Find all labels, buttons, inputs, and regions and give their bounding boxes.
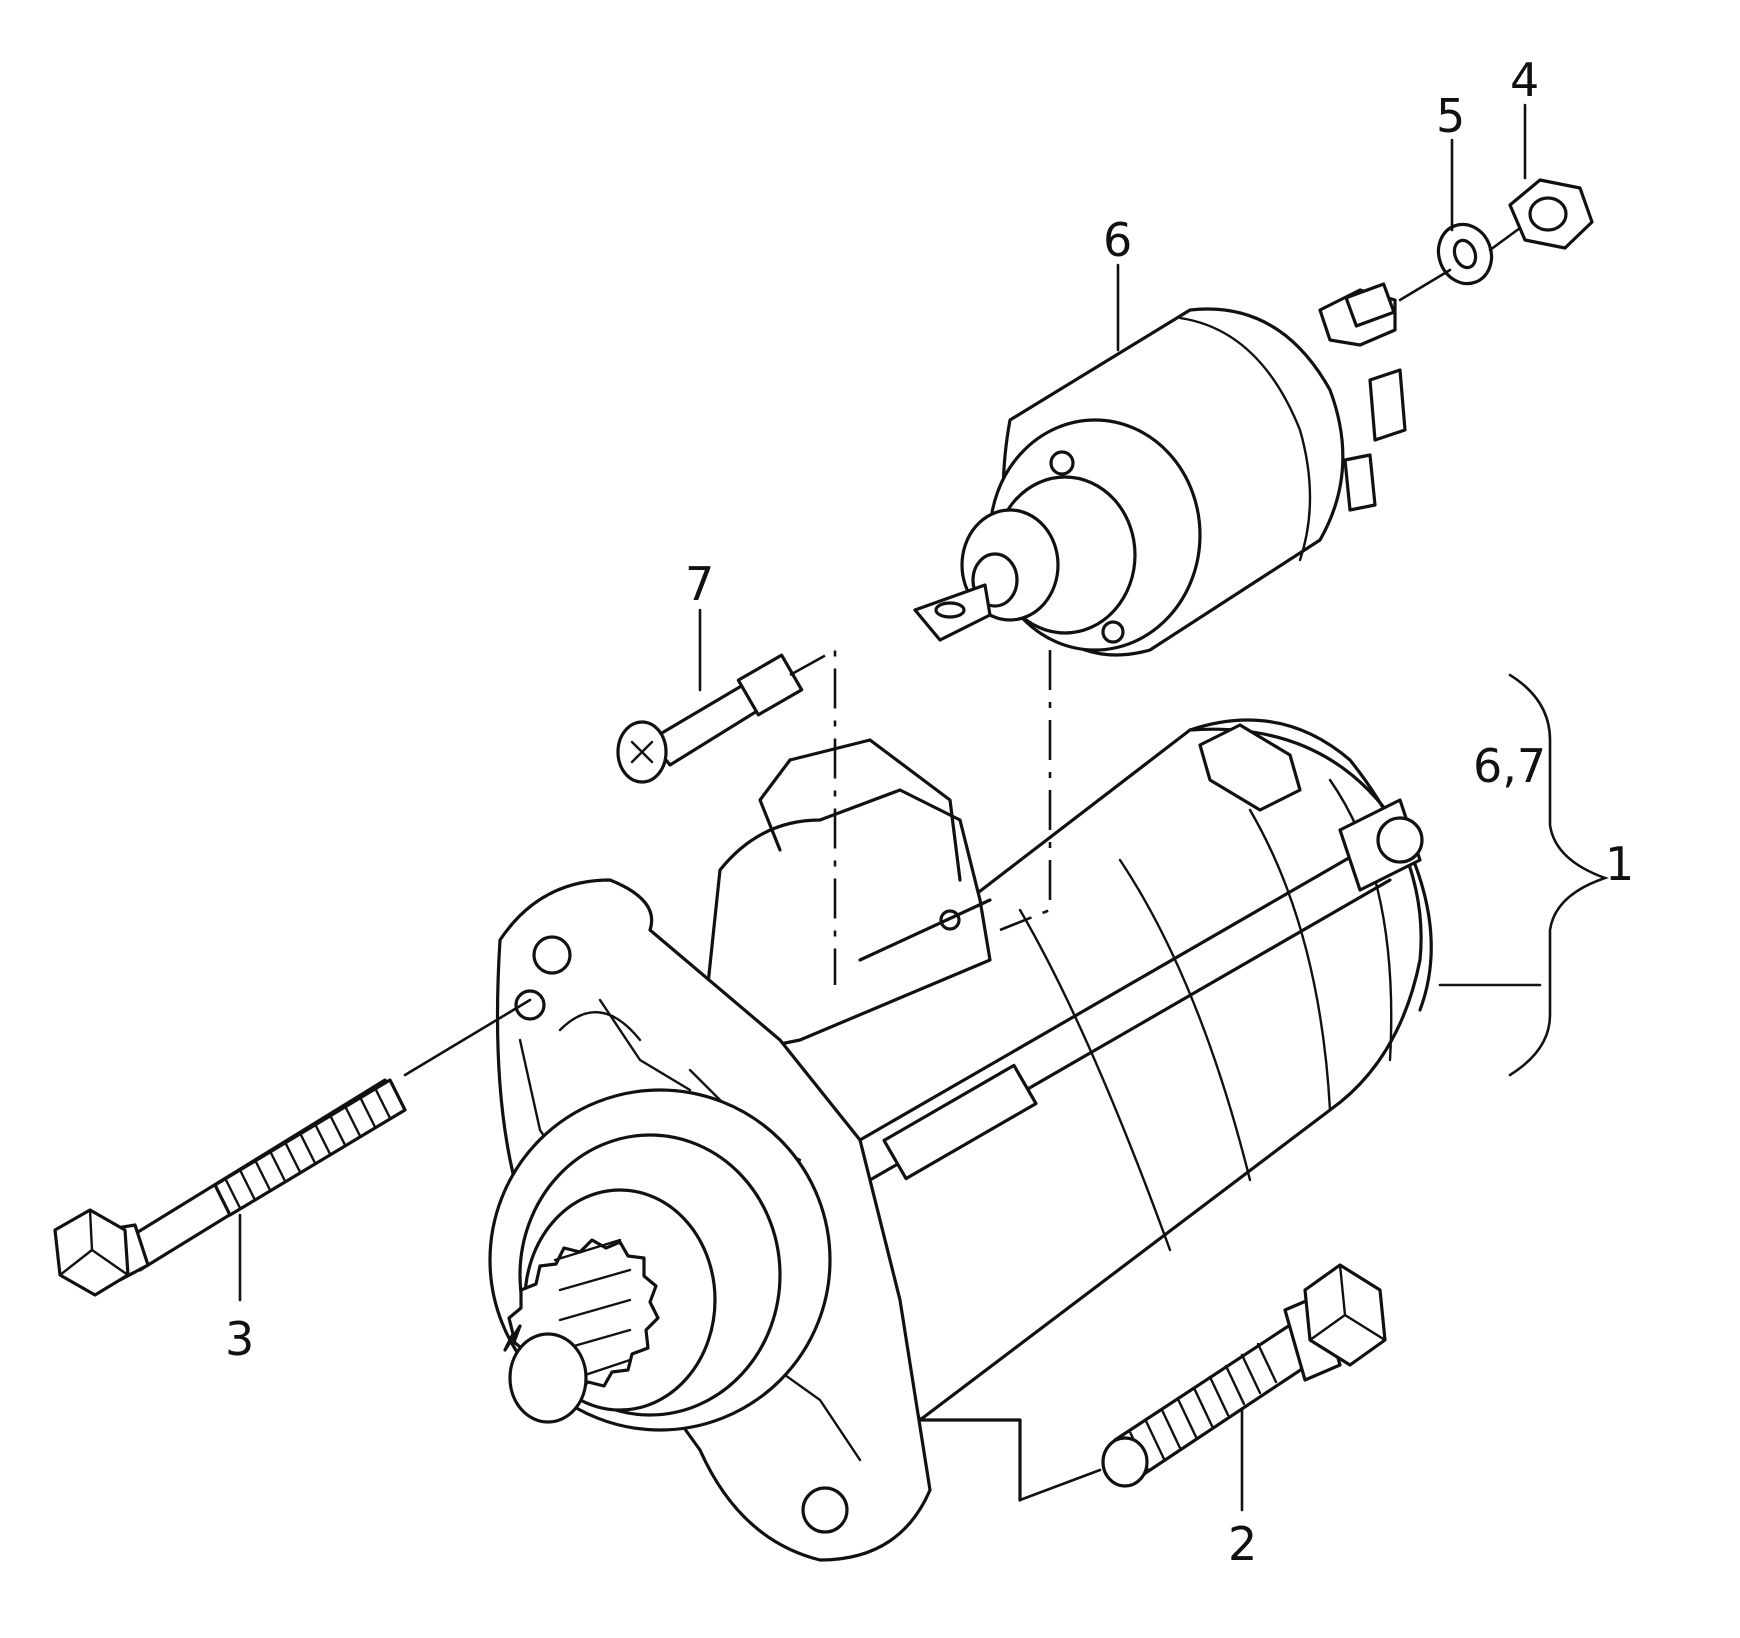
solenoid-switch [913, 282, 1407, 657]
rod-sleeve [882, 1063, 1038, 1181]
callout-2: 2 [1228, 1517, 1257, 1571]
starter-motor-assembly [488, 718, 1433, 1562]
long-mounting-bolt [53, 1078, 407, 1297]
callout-6: 6 [1103, 213, 1132, 267]
flange-hole-upper [532, 935, 572, 975]
plunger-tab [913, 583, 992, 642]
solenoid-mount [698, 788, 992, 1062]
flange-hole-lower [801, 1486, 849, 1534]
countersunk-screw [616, 653, 804, 784]
rear-stud [1376, 816, 1424, 864]
assembly-brace [1508, 673, 1609, 1077]
callout-5: 5 [1436, 89, 1465, 143]
callout-3: 3 [225, 1312, 254, 1366]
washer [1436, 222, 1494, 286]
pinion-gear [503, 1238, 660, 1424]
callout-6-7: 6,7 [1473, 739, 1546, 793]
callout-7: 7 [685, 557, 714, 611]
short-mounting-bolt [1101, 1263, 1387, 1488]
pinion-shaft-end [508, 1332, 588, 1424]
top-clamp [1198, 723, 1302, 812]
flange-hole-mid [514, 989, 546, 1021]
hex-nut [1508, 178, 1594, 250]
callout-4: 4 [1510, 53, 1539, 107]
callout-1: 1 [1605, 837, 1634, 891]
